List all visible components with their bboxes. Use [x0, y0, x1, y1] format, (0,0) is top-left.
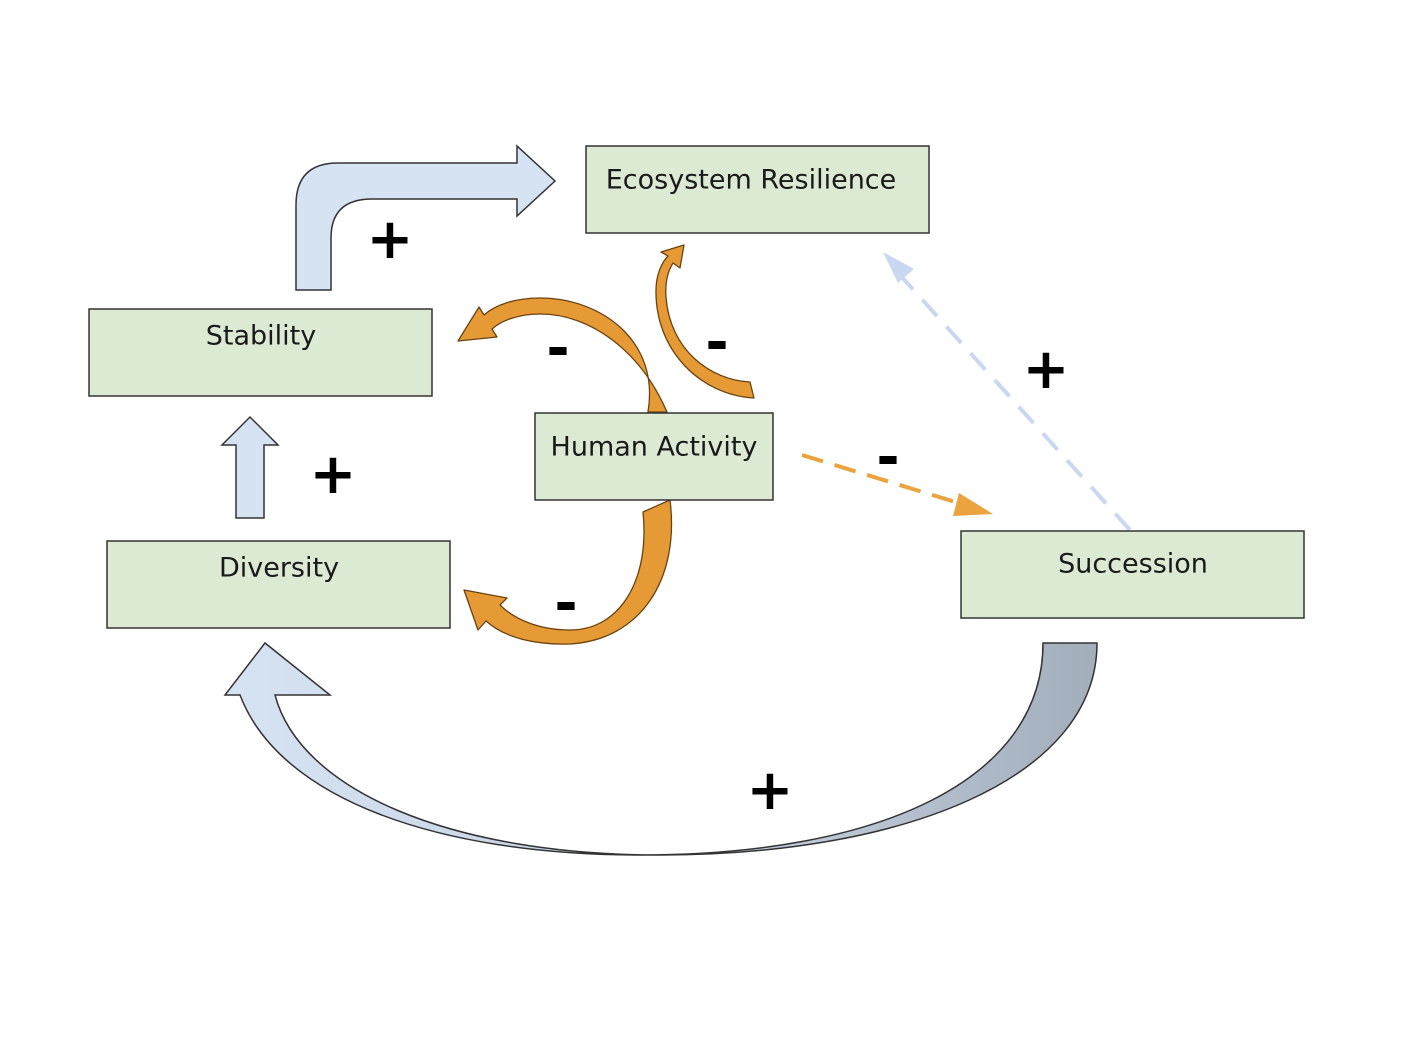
succession-label: Succession — [1058, 549, 1208, 580]
sign-human-to-diversity: - — [554, 571, 577, 636]
diversity-to-stability-arrow — [220, 415, 280, 519]
sign-succession-to-diversity: + — [747, 758, 794, 823]
sign-diversity-to-stability: + — [310, 442, 357, 507]
node-human-activity: Human Activity — [534, 412, 774, 501]
sign-human-to-stability: - — [546, 316, 569, 381]
stability-to-resilience-arrow — [295, 144, 557, 291]
node-ecosystem-resilience: Ecosystem Resilience — [585, 145, 930, 234]
human-to-succession-dashed-line — [801, 453, 966, 507]
diversity-label: Diversity — [219, 553, 339, 584]
succession-to-resilience-dashed-line — [898, 273, 1132, 532]
sign-succession-to-resilience: + — [1023, 337, 1070, 402]
succession-to-diversity-arrow — [223, 641, 1098, 856]
human-to-stability-arrow — [457, 297, 668, 413]
human-to-succession-arrowhead — [953, 493, 993, 516]
stability-label: Stability — [206, 321, 317, 352]
human-to-resilience-arrow — [655, 244, 755, 399]
sign-stability-to-resilience: + — [367, 207, 414, 272]
node-diversity: Diversity — [106, 540, 451, 629]
succession-to-resilience-arrowhead — [883, 252, 914, 283]
sign-human-to-succession: - — [876, 425, 899, 490]
node-stability: Stability — [88, 308, 433, 397]
node-succession: Succession — [960, 530, 1305, 619]
sign-human-to-resilience: - — [705, 310, 728, 375]
human-activity-label: Human Activity — [551, 432, 758, 463]
ecosystem-resilience-label: Ecosystem Resilience — [606, 165, 897, 196]
human-to-diversity-arrow — [463, 499, 673, 645]
